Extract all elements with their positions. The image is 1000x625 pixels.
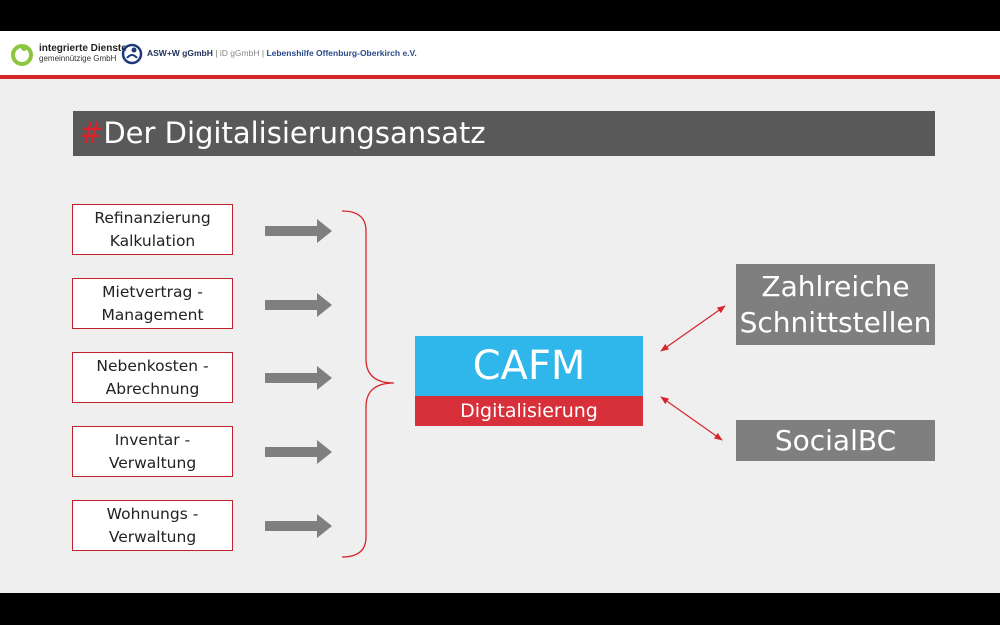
digitalisierung-bar: Digitalisierung <box>415 396 643 426</box>
title-hash: # <box>79 116 104 150</box>
input-line2: Abrechnung <box>105 379 200 398</box>
double-arrow-icon <box>660 396 723 441</box>
separator: | <box>212 48 220 58</box>
input-box-wohnungs: Wohnungs - Verwaltung <box>72 500 233 551</box>
asw-logo-icon <box>121 43 143 65</box>
input-box-mietvertrag: Mietvertrag - Management <box>72 278 233 329</box>
arrow-right-icon <box>265 440 332 464</box>
output-box-socialbc: SocialBC <box>736 420 935 461</box>
partner-id: iD gGmbH <box>219 48 260 58</box>
partner-lebenshilfe: Lebenshilfe Offenburg-Oberkirch e.V. <box>266 48 417 58</box>
header-divider <box>0 75 1000 79</box>
input-line2: Kalkulation <box>109 231 196 250</box>
curly-brace-icon <box>341 210 395 558</box>
partner-asw: ASW+W gGmbH <box>147 48 213 58</box>
slide-header: integrierte Dienste gemeinnützige GmbH A… <box>0 31 1000 75</box>
input-line2: Verwaltung <box>108 453 197 472</box>
output-line2: Schnittstellen <box>739 305 932 339</box>
arrow-right-icon <box>265 514 332 538</box>
input-line1: Wohnungs - <box>106 504 199 523</box>
output-box-schnittstellen: Zahlreiche Schnittstellen <box>736 264 935 345</box>
slide: integrierte Dienste gemeinnützige GmbH A… <box>0 31 1000 593</box>
separator: | <box>259 48 267 58</box>
arrow-right-icon <box>265 366 332 390</box>
input-box-nebenkosten: Nebenkosten - Abrechnung <box>72 352 233 403</box>
arrow-right-icon <box>265 219 332 243</box>
input-line2: Verwaltung <box>108 527 197 546</box>
output-line1: Zahlreiche <box>761 269 910 303</box>
input-line1: Nebenkosten - <box>96 356 209 375</box>
input-line1: Refinanzierung <box>94 208 211 227</box>
input-line2: Management <box>101 305 204 324</box>
title-bar: #Der Digitalisierungsansatz <box>73 111 935 156</box>
input-line1: Inventar - <box>114 430 191 449</box>
org-name: integrierte Dienste <box>39 43 127 54</box>
slide-title: #Der Digitalisierungsansatz <box>79 114 486 152</box>
input-box-refinanzierung: Refinanzierung Kalkulation <box>72 204 233 255</box>
input-line1: Mietvertrag - <box>102 282 203 301</box>
org-subtitle: gemeinnützige GmbH <box>39 54 117 63</box>
partner-list: ASW+W gGmbH | iD gGmbH | Lebenshilfe Off… <box>147 48 417 58</box>
arrow-right-icon <box>265 293 332 317</box>
double-arrow-icon <box>660 305 726 352</box>
integrierte-dienste-logo-icon <box>11 44 33 66</box>
connector-layer <box>660 305 726 441</box>
input-box-inventar: Inventar - Verwaltung <box>72 426 233 477</box>
cafm-box: CAFM <box>415 336 643 396</box>
title-text: Der Digitalisierungsansatz <box>103 116 486 150</box>
